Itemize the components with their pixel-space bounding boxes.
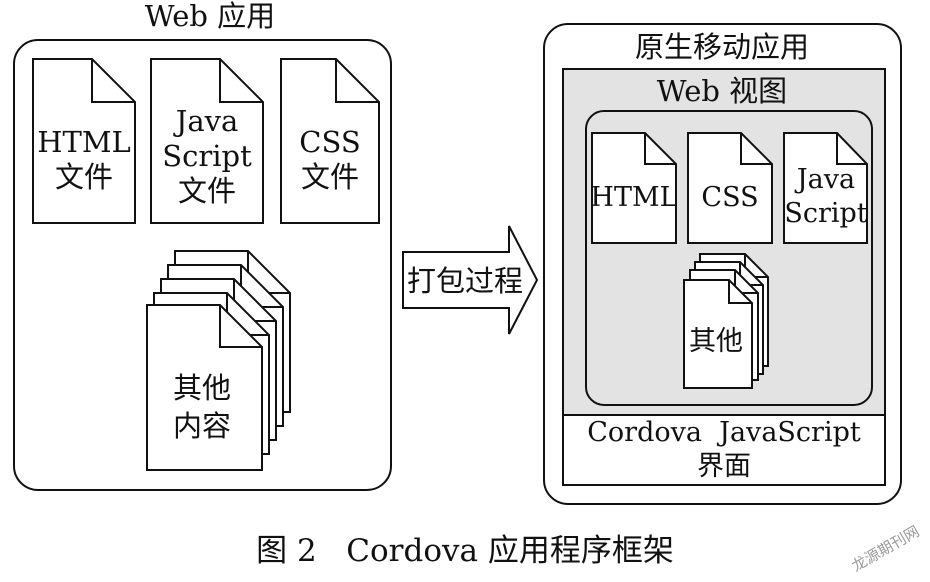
webview-other-doc-stack: 其他 xyxy=(683,253,769,389)
native-app-title: 原生移动应用 xyxy=(635,30,809,64)
packaging-arrow-label: 打包过程 xyxy=(407,264,523,298)
web-app-panel: Web 应用 HTML 文件 Java Script 文件 CSS 文件 xyxy=(13,0,392,491)
webview-title: Web 视图 xyxy=(657,74,787,108)
webview-javascript-label-1: Java xyxy=(794,164,855,195)
webview-css-doc: CSS xyxy=(687,132,773,244)
figure-caption: 图 2 Cordova 应用程序框架 xyxy=(256,533,674,569)
watermark: 龙源期刊网 xyxy=(849,522,923,575)
packaging-arrow: 打包过程 xyxy=(402,225,539,335)
other-content-label-1: 其他 xyxy=(173,371,231,405)
javascript-file-label-1: Java xyxy=(173,104,239,138)
css-file-doc: CSS 文件 xyxy=(280,58,380,224)
webview-javascript-doc: Java Script xyxy=(783,132,868,244)
html-file-label-2: 文件 xyxy=(55,160,113,194)
html-file-doc: HTML 文件 xyxy=(32,58,136,224)
webview-other-label: 其他 xyxy=(689,326,743,357)
cordova-bridge-label-1: Cordova JavaScript xyxy=(587,417,861,448)
html-file-label-1: HTML xyxy=(37,125,131,159)
other-content-label-2: 内容 xyxy=(173,409,231,443)
webview-html-doc: HTML xyxy=(590,132,678,244)
javascript-file-label-3: 文件 xyxy=(178,174,236,208)
css-file-label-2: 文件 xyxy=(301,160,359,194)
javascript-file-label-2: Script xyxy=(162,139,252,173)
webview-javascript-label-2: Script xyxy=(784,198,867,229)
native-app-panel: 原生移动应用 Web 视图 HTML CSS Java Script xyxy=(543,23,902,505)
webview-html-label: HTML xyxy=(590,182,677,213)
css-file-label-1: CSS xyxy=(299,125,360,159)
other-content-doc-stack: 其他 内容 xyxy=(146,250,291,471)
javascript-file-doc: Java Script 文件 xyxy=(150,58,264,224)
web-app-title: Web 应用 xyxy=(145,0,275,33)
cordova-bridge-label-2: 界面 xyxy=(697,451,751,482)
webview-css-label: CSS xyxy=(701,182,758,213)
